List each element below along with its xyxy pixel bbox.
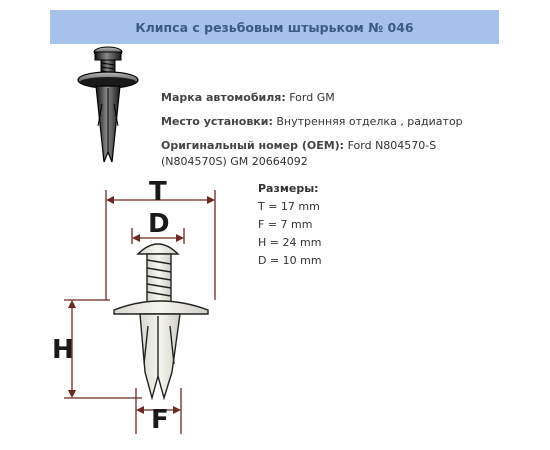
- page-title: Клипса с резьбовым штырьком № 046: [135, 19, 414, 35]
- dimension-diagram: T D H F: [52, 177, 216, 435]
- size-item-d: D = 10 mm: [258, 254, 322, 267]
- property-oem: Оригинальный номер (OEM): Ford N804570-S…: [161, 138, 501, 170]
- size-item-t: T = 17 mm: [258, 200, 320, 213]
- property-label: Место установки:: [161, 115, 273, 128]
- property-value: Ford N804570-S (N804570S) GM 20664092: [161, 139, 437, 168]
- property-value: Внутренняя отделка , радиатор: [276, 115, 463, 128]
- size-item-f: F = 7 mm: [258, 218, 313, 231]
- property-label: Марка автомобиля:: [161, 91, 286, 104]
- clip-photo: [77, 46, 139, 163]
- label-h: H: [52, 335, 74, 365]
- sizes-heading: Размеры:: [258, 182, 319, 195]
- property-location: Место установки: Внутренняя отделка , ра…: [161, 114, 501, 130]
- properties: Марка автомобиля: Ford GM Место установк…: [161, 90, 501, 178]
- label-t: T: [149, 177, 167, 207]
- property-label: Оригинальный номер (OEM):: [161, 139, 345, 152]
- sizes-list: Размеры: T = 17 mm F = 7 mm H = 24 mm D …: [258, 180, 322, 270]
- size-item-h: H = 24 mm: [258, 236, 322, 249]
- title-bar: Клипса с резьбовым штырьком № 046: [50, 10, 499, 44]
- label-f: F: [151, 405, 169, 435]
- property-car-brand: Марка автомобиля: Ford GM: [161, 90, 501, 106]
- label-d: D: [148, 209, 170, 239]
- property-value: Ford GM: [289, 91, 335, 104]
